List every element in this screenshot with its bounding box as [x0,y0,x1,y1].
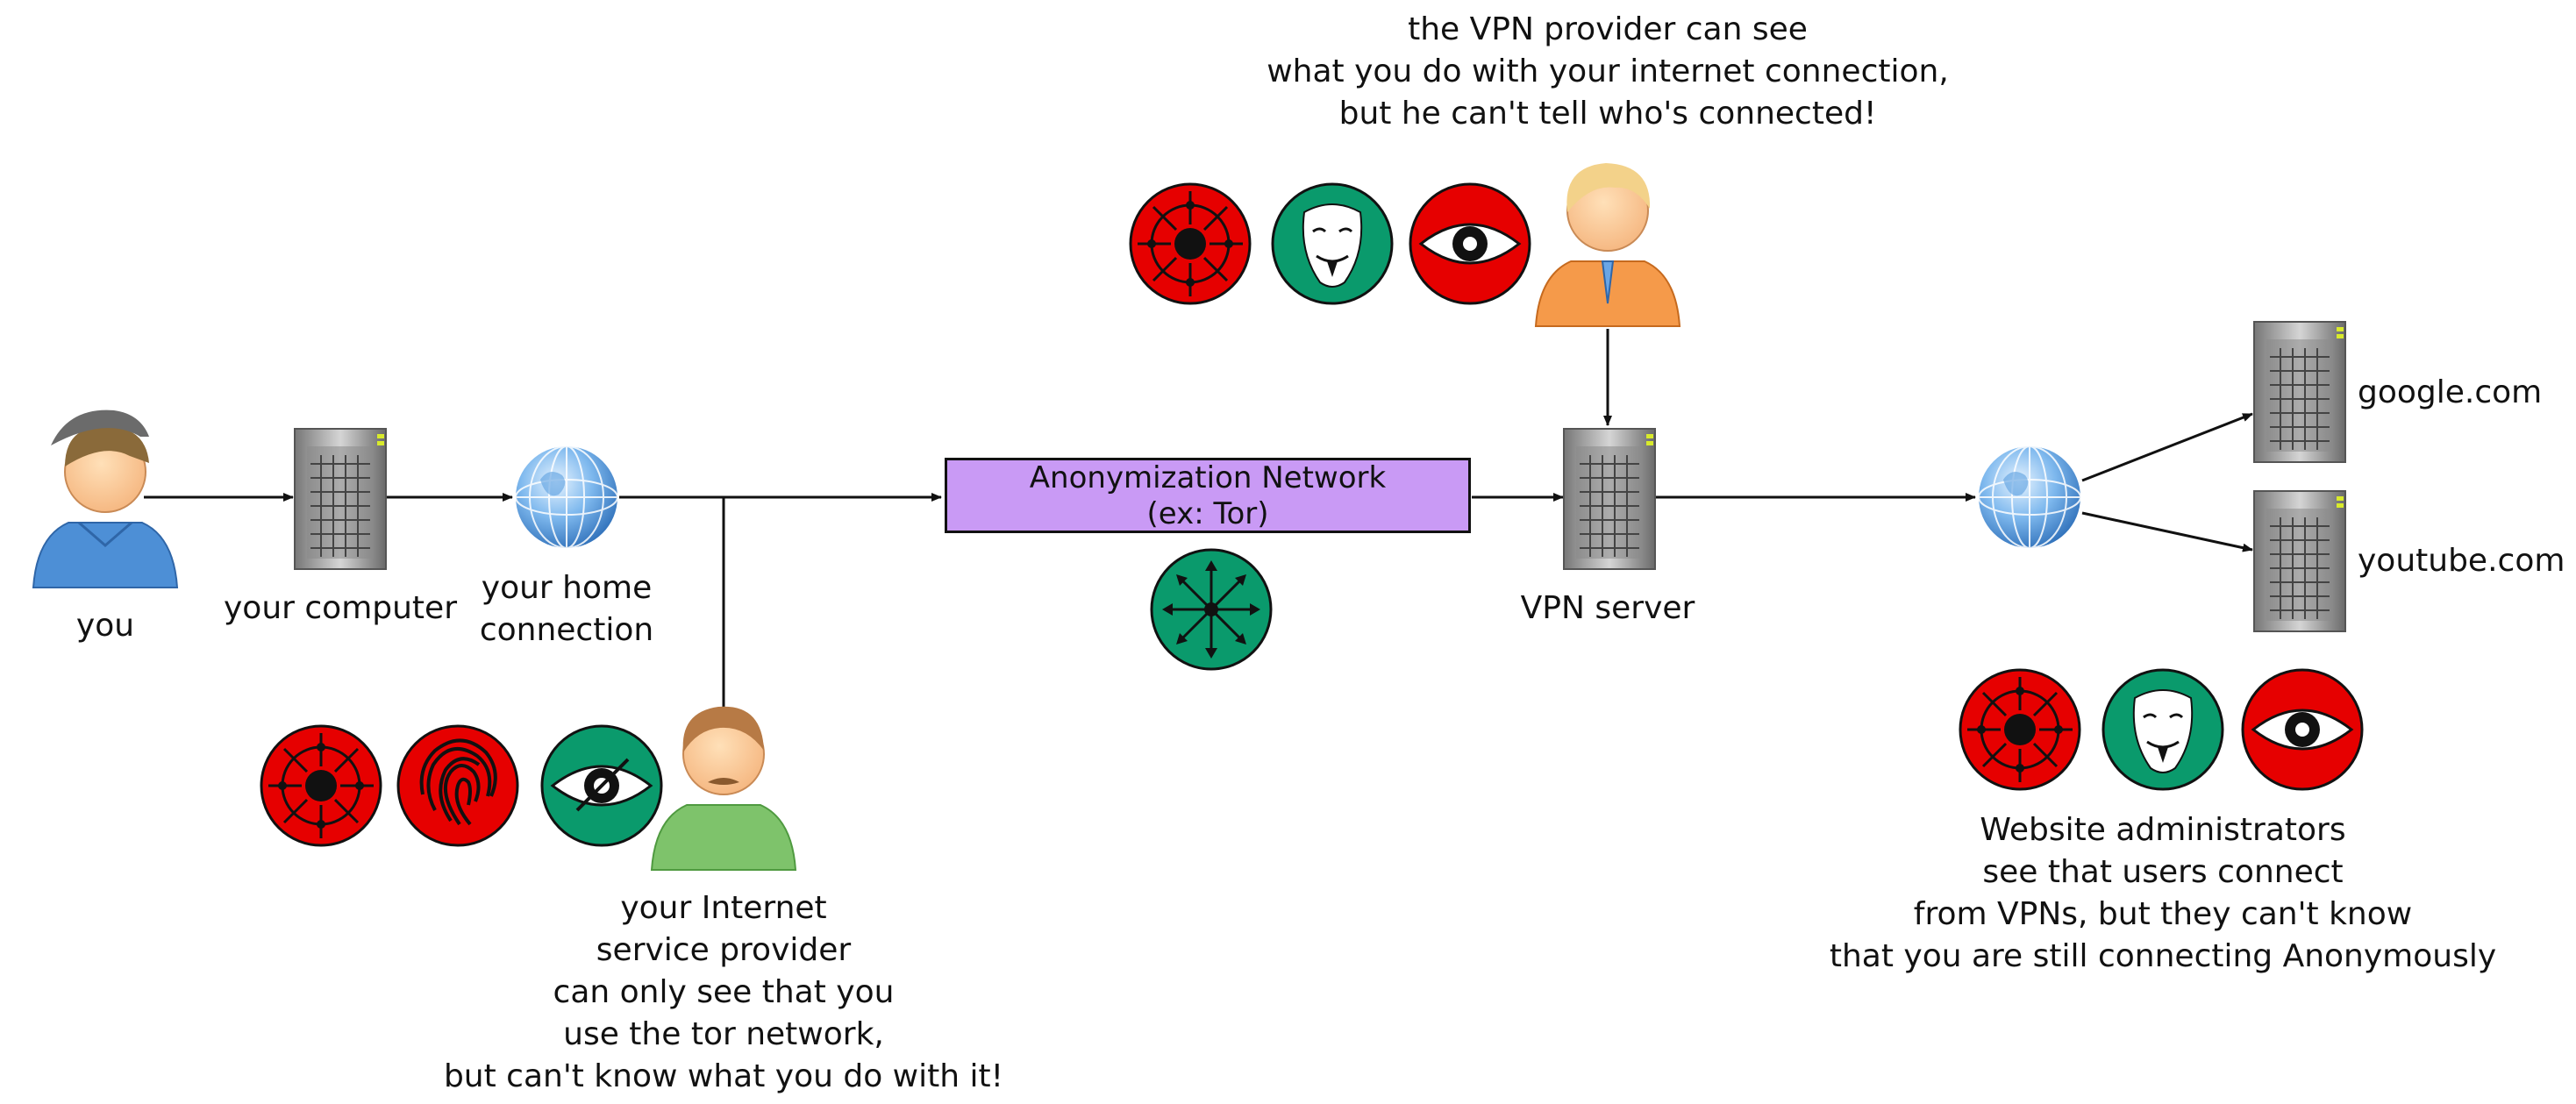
anonymization-network-box: Anonymization Network (ex: Tor) [945,458,1471,533]
label-your-computer: your computer [223,590,457,626]
anonymization-network-subtitle: (ex: Tor) [1146,496,1269,531]
label-vpn-server: VPN server [1520,590,1695,626]
label-google: google.com [2358,374,2543,410]
vpn-anonymous-mask-icon [1271,182,1394,305]
label-you: you [75,608,135,644]
website-eye-icon [2241,668,2364,791]
arrow-internet-to-youtube [2081,511,2253,552]
isp-person-icon [650,706,797,871]
vpn-target-icon [1129,182,1252,305]
home-connection-globe-icon [515,445,618,549]
label-youtube: youtube.com [2358,543,2565,579]
isp-target-icon [260,724,382,847]
isp-slashed-eye-icon [540,724,663,847]
user-you-icon [32,410,179,588]
label-home-connection: your home connection [479,570,654,648]
website-target-icon [1959,668,2081,791]
internet-globe-icon [1978,445,2081,549]
vpn-provider-note: the VPN provider can see what you do wit… [1267,11,1949,132]
arrow-internet-to-google [2081,412,2253,482]
website-admin-note: Website administrators see that users co… [1829,812,2497,974]
isp-note: your Internet service provider can only … [443,890,1004,1094]
isp-fingerprint-icon [396,724,519,847]
website-anonymous-mask-icon [2101,668,2224,791]
vpn-provider-person-icon [1534,163,1681,327]
vpn-server-icon [1563,428,1656,570]
anonymization-network-title: Anonymization Network [1029,460,1387,495]
your-computer-server-icon [294,428,387,570]
google-server-icon [2253,321,2346,463]
youtube-server-icon [2253,490,2346,632]
connectors [144,329,2253,710]
network-arrows-icon [1150,548,1273,671]
vpn-eye-icon [1409,182,1531,305]
